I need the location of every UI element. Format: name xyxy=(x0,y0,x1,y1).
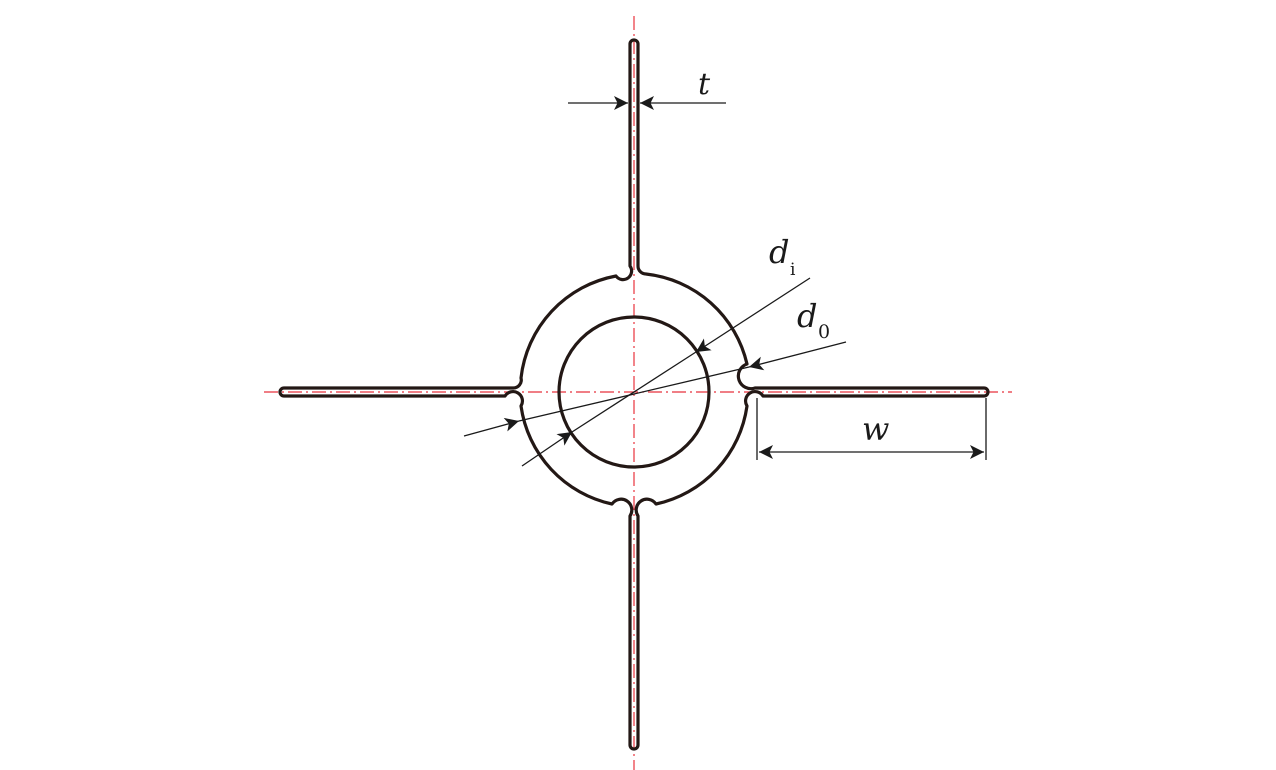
inner-diameter-leader-top xyxy=(695,277,811,353)
inner-diameter-subscript: i xyxy=(790,260,796,280)
cross-ring-outline xyxy=(278,38,990,751)
arm-width-label: w xyxy=(862,410,889,448)
inner-bore-circle xyxy=(557,315,711,469)
outer-diameter-dimension xyxy=(463,341,847,437)
outer-diameter-center-line xyxy=(518,366,750,422)
inner-diameter-label: d xyxy=(769,233,789,271)
inner-diameter-center-line xyxy=(571,351,697,433)
centerlines xyxy=(264,16,1012,770)
outer-diameter-label: d xyxy=(797,297,817,335)
inner-diameter-dimension xyxy=(521,277,811,467)
inner-diameter-leader-bottom xyxy=(521,431,573,467)
outer-diameter-leader-bottom xyxy=(463,417,520,437)
thickness-label: t xyxy=(698,67,711,102)
arm-width-dimension xyxy=(756,398,987,460)
outer-diameter-subscript: 0 xyxy=(818,321,830,343)
outer-diameter-leader-top xyxy=(748,341,847,371)
